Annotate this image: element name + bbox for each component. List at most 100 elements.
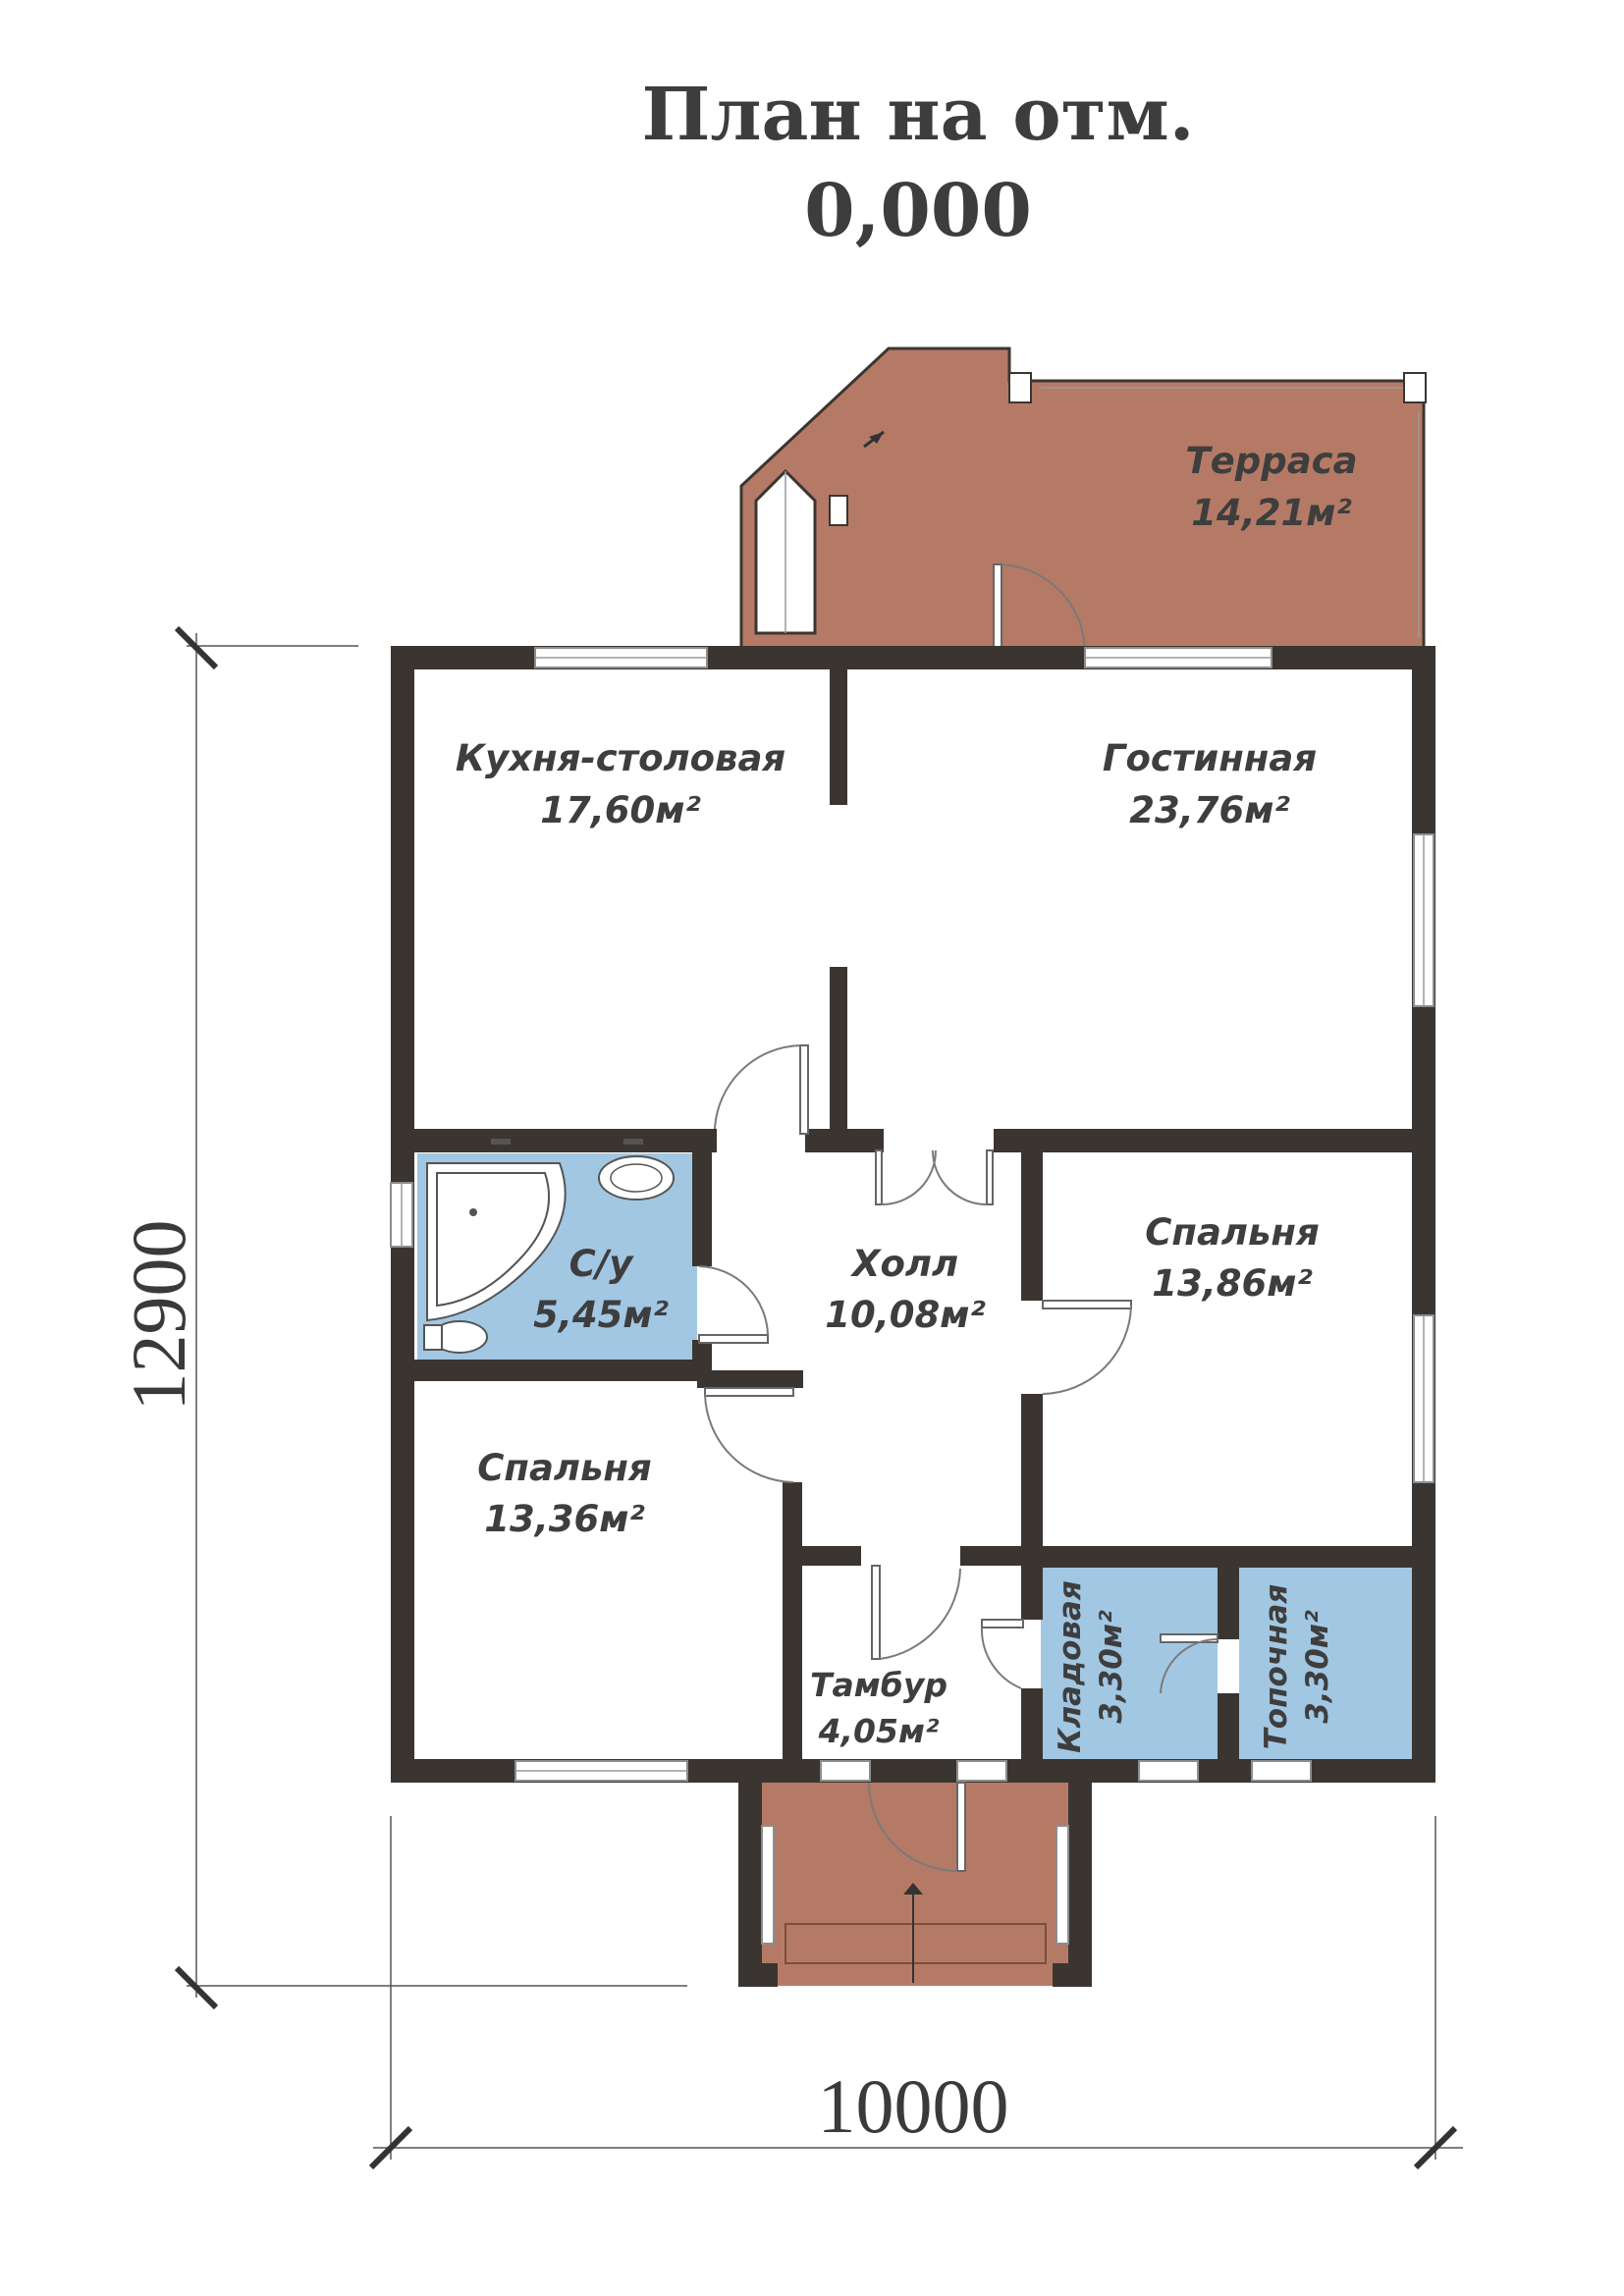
room-labels: Терраса 14,21м² Кухня-столовая 17,60м² Г…	[456, 440, 1358, 1753]
door-living-swing-left	[881, 1149, 937, 1205]
bedroom1-area: 13,86м²	[1152, 1262, 1312, 1305]
door-kitchen-swing	[714, 1044, 801, 1130]
stair-arrow-head	[869, 432, 884, 444]
window-vestibule-left	[820, 1760, 871, 1782]
terrace-name: Терраса	[1185, 440, 1357, 482]
wall-storage-furnace-bottom	[1218, 1693, 1239, 1767]
wall-vestibule-top-left	[800, 1546, 861, 1566]
faucet-bath	[491, 1139, 511, 1145]
dim-width-value: 10000	[818, 2063, 1009, 2149]
wall-vestibule-right-top	[1021, 1566, 1043, 1620]
porch-railing-left	[761, 1825, 775, 1945]
living-name: Гостинная	[1103, 737, 1317, 779]
terrace-area: 14,21м²	[1191, 492, 1351, 534]
door-living-leaf-left	[875, 1149, 883, 1205]
dim-width-tick-right	[1413, 2125, 1458, 2170]
wall-bedroom1-left-bottom	[1021, 1394, 1043, 1571]
plan-title: План на отм.	[641, 73, 1194, 157]
furnace-floor	[1239, 1568, 1414, 1764]
door-bath-leaf	[698, 1334, 769, 1344]
furnace-label: Топочная 3,30м²	[1259, 1584, 1335, 1750]
porch-railing-right	[1056, 1825, 1069, 1945]
door-bedroom1-swing	[1042, 1305, 1132, 1395]
door-bath-swing	[698, 1265, 769, 1336]
sink	[598, 1155, 675, 1201]
living-area: 23,76м²	[1129, 789, 1289, 831]
storage-name: Кладовая	[1053, 1580, 1088, 1753]
door-entry-leaf	[956, 1782, 966, 1872]
window-storage	[1138, 1760, 1199, 1782]
plan-level: 0,000	[804, 169, 1032, 253]
wall-kitchen-living-bottom	[830, 967, 847, 1144]
bedroom2-area: 13,36м²	[484, 1498, 644, 1540]
furnace-name: Топочная	[1259, 1584, 1294, 1750]
porch-post-left	[738, 1963, 778, 1987]
kitchen-area: 17,60м²	[540, 789, 700, 831]
porch-step	[785, 1923, 1047, 1964]
bathtub-inner	[436, 1172, 551, 1308]
doors	[698, 1044, 1218, 1872]
wall-bedroom2-top	[697, 1370, 803, 1388]
wall-kitchen-living-top	[830, 667, 847, 805]
wall-vestibule-top-right	[960, 1546, 1044, 1566]
windows	[390, 647, 1435, 1782]
dim-width-tick-left	[368, 2125, 413, 2170]
sink-basin	[610, 1163, 663, 1193]
dim-height-value: 12900	[116, 1220, 201, 1412]
dim-height-tick-top	[174, 625, 219, 670]
wall-bath-top	[412, 1129, 717, 1152]
wall-bath-right-top	[692, 1129, 712, 1266]
hall-area: 10,08м²	[825, 1294, 985, 1336]
dim-height-tick-bottom	[174, 1965, 219, 2010]
door-entry-swing	[868, 1782, 958, 1872]
porch-wall-left	[738, 1775, 762, 1986]
door-furnace-leaf	[1160, 1633, 1218, 1643]
door-vestibule-swing	[879, 1568, 961, 1660]
bedroom1-name: Спальня	[1145, 1211, 1320, 1254]
hall-name: Холл	[850, 1243, 958, 1285]
vestibule-area: 4,05м²	[818, 1712, 940, 1750]
wall-bedroom2-right	[783, 1482, 802, 1777]
door-furnace-swing	[1160, 1637, 1218, 1694]
bathtub-drain	[469, 1208, 477, 1216]
wall-bath-bottom	[412, 1360, 697, 1381]
bathroom-fixtures	[423, 1139, 675, 1354]
door-living-swing-right	[932, 1149, 988, 1205]
porch-wall-right	[1068, 1775, 1092, 1986]
terrace-door-leaf	[993, 563, 1002, 654]
wall-right	[1412, 646, 1435, 1783]
terrace-post	[1403, 372, 1427, 403]
wall-bedroom1-top	[994, 1129, 1416, 1152]
terrace	[739, 347, 1427, 655]
terrace-door-swing	[1001, 563, 1087, 654]
porch	[738, 1775, 1092, 1987]
door-bedroom2-swing	[704, 1393, 794, 1483]
porch-arrow-head	[903, 1883, 923, 1895]
door-kitchen-leaf	[799, 1044, 809, 1135]
wall-storage-furnace-top	[1218, 1566, 1239, 1639]
bedroom2-name: Спальня	[477, 1447, 652, 1489]
porch-floor	[738, 1775, 1092, 1986]
faucet-sink	[623, 1139, 643, 1145]
dimensions: 12900 10000	[116, 625, 1463, 2170]
window-vestibule-right	[956, 1760, 1007, 1782]
window-furnace	[1251, 1760, 1312, 1782]
wall-hall-top-left	[805, 1129, 884, 1152]
door-vestibule-leaf	[871, 1565, 881, 1660]
toilet-tank	[423, 1324, 443, 1351]
door-bedroom2-leaf	[704, 1387, 794, 1397]
storage-label: Кладовая 3,30м²	[1053, 1580, 1129, 1753]
storage-area: 3,30м²	[1094, 1610, 1129, 1724]
porch-post-right	[1053, 1963, 1092, 1987]
storage-floor	[1041, 1568, 1218, 1764]
terrace-post	[1008, 372, 1032, 403]
door-storage-leaf	[981, 1619, 1024, 1629]
vestibule-name: Тамбур	[810, 1666, 947, 1704]
terrace-post	[829, 495, 848, 526]
bathroom-area: 5,45м²	[533, 1294, 669, 1336]
wall-bedroom1-left-top	[1021, 1144, 1043, 1301]
bathroom-name: С/у	[569, 1243, 635, 1285]
door-storage-swing	[980, 1627, 1022, 1689]
wall-vestibule-right-bottom	[1021, 1688, 1043, 1767]
